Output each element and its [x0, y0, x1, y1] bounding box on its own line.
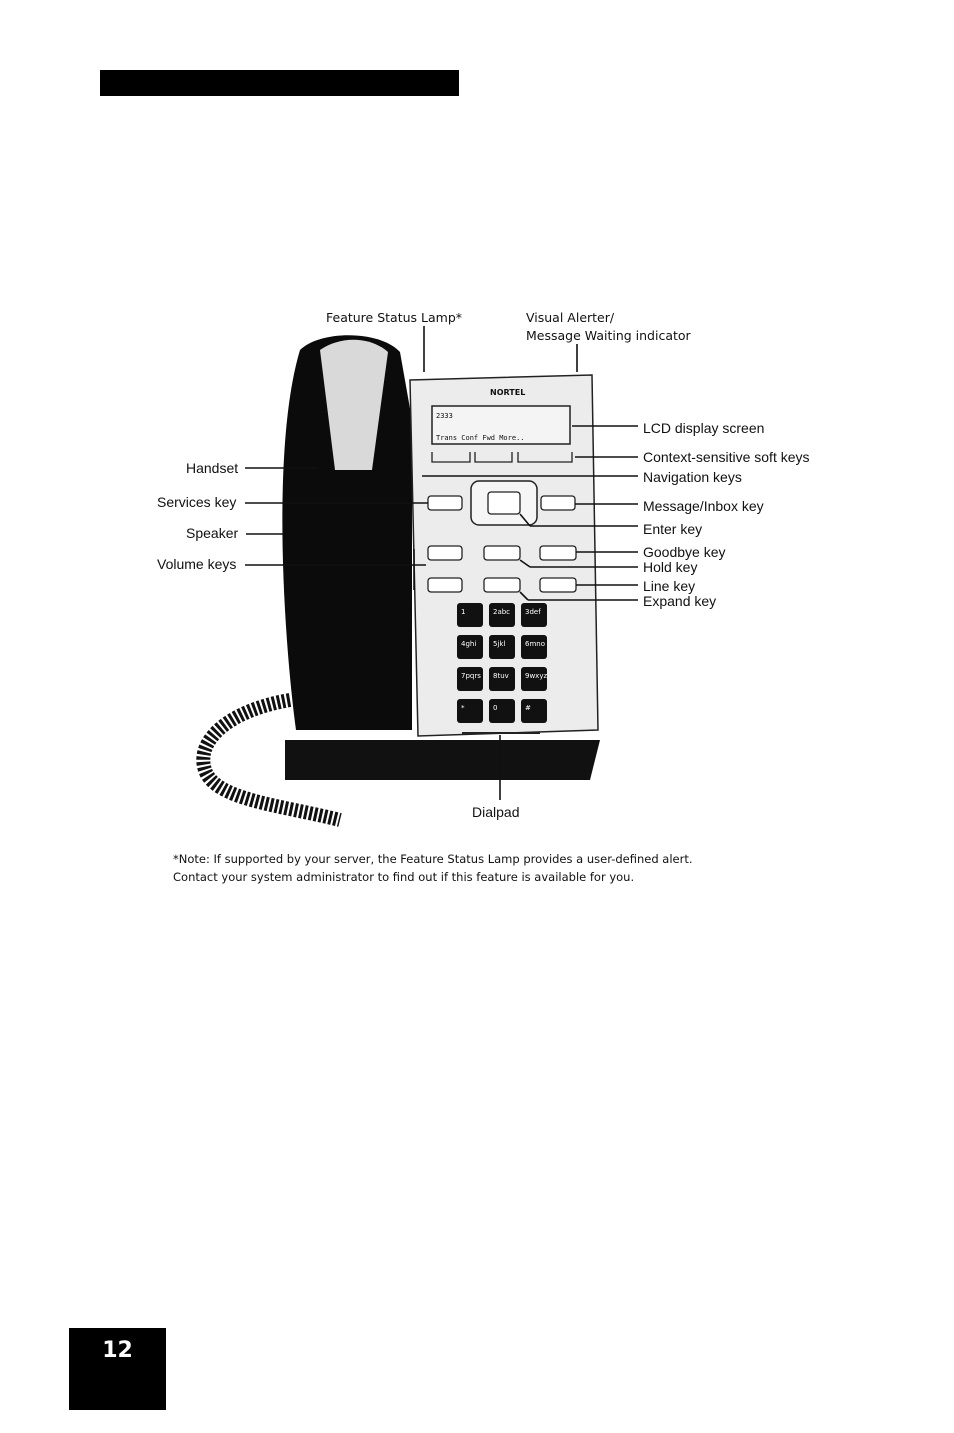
dialpad-key[interactable] [457, 635, 483, 659]
dialpad-key-label: 1 [461, 608, 465, 616]
dialpad-key-label: 2abc [493, 608, 510, 616]
label-lcd-display: LCD display screen [643, 420, 765, 436]
label-expand-key: Expand key [643, 593, 717, 609]
dialpad-key[interactable] [521, 603, 547, 627]
dialpad-key-label: 6mno [525, 640, 545, 648]
lcd-softkey-labels: Trans Conf Fwd More.. [436, 434, 525, 442]
volume-down-button[interactable] [427, 577, 463, 593]
label-volume-keys: Volume keys [157, 556, 237, 572]
label-handset: Handset [186, 460, 239, 476]
dialpad-key[interactable] [457, 699, 483, 723]
dialpad-key-label: 9wxyz [525, 672, 547, 680]
page-number: 12 [102, 1338, 133, 1363]
label-services-key: Services key [157, 494, 237, 510]
dialpad-key[interactable] [489, 667, 515, 691]
callout-lines [245, 326, 638, 800]
label-feature-status-lamp: Feature Status Lamp* [326, 310, 462, 325]
dialpad-key-label: 5jkl [493, 640, 505, 648]
dialpad-key-label: 4ghi [461, 640, 476, 648]
phone-base [285, 740, 600, 780]
label-message-inbox-key: Message/Inbox key [643, 498, 764, 514]
label-message-waiting: Message Waiting indicator [526, 328, 691, 343]
label-visual-alerter: Visual Alerter/ [526, 310, 615, 325]
hold-button[interactable] [483, 545, 521, 561]
dialpad-key[interactable] [521, 667, 547, 691]
dialpad-key[interactable] [457, 667, 483, 691]
soft-keys[interactable] [431, 452, 573, 463]
dialpad-key[interactable] [489, 603, 515, 627]
label-line-key: Line key [643, 578, 696, 594]
dialpad-key[interactable] [457, 603, 483, 627]
dialpad-key[interactable] [489, 635, 515, 659]
section-header-bar [100, 70, 459, 96]
lcd-screen [431, 405, 571, 445]
expand-button[interactable] [483, 577, 521, 593]
goodbye-button[interactable] [539, 545, 577, 561]
dialpad-key-label: 8tuv [493, 672, 509, 680]
dialpad-key[interactable] [521, 635, 547, 659]
footnote-line2: Contact your system administrator to fin… [173, 870, 635, 884]
label-goodbye-key: Goodbye key [643, 544, 726, 560]
dialpad-key-label: 7pqrs [461, 672, 481, 680]
footnote-line1: *Note: If supported by your server, the … [173, 852, 693, 866]
volume-up-button[interactable] [427, 545, 463, 561]
label-enter-key: Enter key [643, 521, 703, 537]
dialpad[interactable]: 1 2abc 3def 4ghi 5jkl 6mno 7pqrs 8tuv 9wxyz * 0 # [457, 603, 547, 723]
lcd-line1: 2333 [436, 412, 453, 420]
message-inbox-button[interactable] [540, 495, 576, 511]
nortel-logo: NORTEL [490, 388, 525, 397]
dialpad-key-label: # [525, 704, 531, 712]
enter-button[interactable] [487, 491, 521, 515]
handset [282, 335, 412, 730]
label-speaker: Speaker [186, 525, 239, 541]
page-number-box: 12 [69, 1328, 166, 1410]
label-soft-keys: Context-sensitive soft keys [643, 449, 810, 465]
services-button[interactable] [427, 495, 463, 511]
dialpad-key-label: 3def [525, 608, 541, 616]
dialpad-key[interactable] [489, 699, 515, 723]
handset-highlight [320, 339, 388, 470]
dialpad-key-label: 0 [493, 704, 497, 712]
footnote: *Note: If supported by your server, the … [173, 850, 793, 886]
label-dialpad: Dialpad [472, 804, 520, 820]
line-button[interactable] [539, 577, 577, 593]
label-hold-key: Hold key [643, 559, 698, 575]
dialpad-key[interactable] [521, 699, 547, 723]
handset-cord [196, 693, 342, 827]
dialpad-key-label: * [461, 704, 465, 712]
label-navigation-keys: Navigation keys [643, 469, 742, 485]
